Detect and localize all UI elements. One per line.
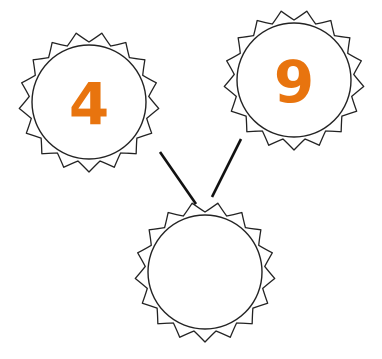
whole-circle[interactable]	[148, 215, 262, 329]
part-left-flower: 4	[19, 33, 158, 172]
connector-line-left	[160, 152, 196, 204]
whole-flower	[135, 203, 274, 342]
part-left-number: 4	[69, 70, 109, 138]
connector-line-right	[212, 139, 241, 197]
part-right-number: 9	[274, 48, 314, 116]
part-right-flower: 9	[224, 11, 363, 150]
